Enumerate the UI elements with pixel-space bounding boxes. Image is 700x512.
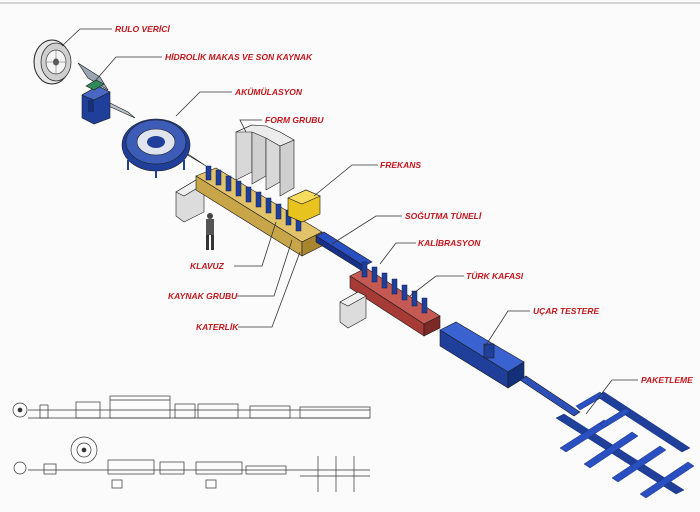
label-kaynak-grubu: KAYNAK GRUBU: [168, 291, 238, 301]
control-desk-2: [339, 291, 367, 329]
callout-labels: RULO VERİCİ HİDROLİK MAKAS VE SON KAYNAK…: [115, 24, 693, 385]
top-view-drawing: [12, 395, 371, 419]
flying-saw: [439, 321, 525, 389]
label-hidrolik-makas: HİDROLİK MAKAS VE SON KAYNAK: [165, 52, 313, 62]
label-akumulasyon: AKÜMÜLASYON: [234, 87, 303, 97]
label-paketleme: PAKETLEME: [641, 375, 693, 385]
side-view-drawing: [13, 436, 370, 492]
frequency-generator: [287, 189, 321, 223]
leader-lines: [61, 28, 638, 415]
label-form-grubu: FORM GRUBU: [265, 115, 324, 125]
packing-unit: [555, 391, 695, 499]
sizing-line: [349, 261, 441, 337]
label-katerlik: KATERLİK: [196, 322, 239, 332]
operator-figure: [206, 213, 214, 250]
label-klavuz: KLAVUZ: [190, 261, 225, 271]
label-ucar-testere: UÇAR TESTERE: [533, 306, 599, 316]
label-rulo-verici: RULO VERİCİ: [115, 24, 170, 34]
label-kalibrasyon: KALİBRASYON: [418, 238, 481, 248]
label-sogutma-tuneli: SOĞUTMA TÜNELİ: [405, 210, 482, 221]
forming-line: [195, 124, 323, 257]
label-turk-kafasi: TÜRK KAFASI: [466, 271, 524, 281]
decoiler-machine: [33, 39, 72, 85]
shear-welder-machine: [81, 79, 111, 125]
accumulator-machine: [121, 118, 191, 178]
label-frekans: FREKANS: [380, 160, 421, 170]
runout-table: [519, 375, 581, 417]
